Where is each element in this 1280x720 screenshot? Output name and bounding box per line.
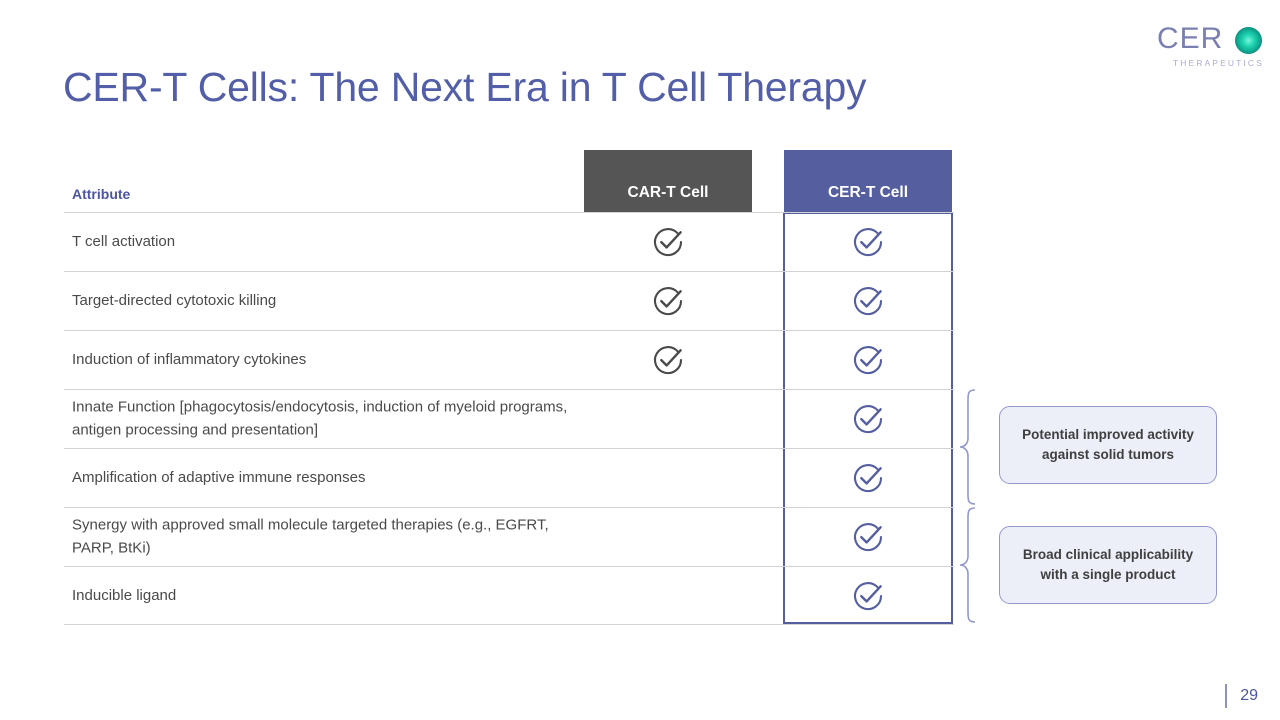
- circle-check-icon: [851, 461, 885, 495]
- footer-divider: [1225, 684, 1228, 708]
- row-attribute-label: Synergy with approved small molecule tar…: [72, 516, 549, 557]
- row-attribute-label: Amplification of adaptive immune respons…: [72, 468, 366, 486]
- circle-check-icon: [851, 520, 885, 554]
- page-title: CER-T Cells: The Next Era in T Cell Ther…: [63, 64, 867, 110]
- row-attribute-label: Inducible ligand: [72, 586, 177, 604]
- table-row: Target-directed cytotoxic killing: [64, 271, 954, 330]
- table-row: Induction of inflammatory cytokines: [64, 330, 954, 389]
- cer-t-column-highlight: [783, 212, 953, 624]
- table-row: Synergy with approved small molecule tar…: [64, 507, 954, 566]
- row-attribute-label: Innate Function [phagocytosis/endocytosi…: [72, 398, 568, 439]
- curly-brace-icon: [959, 507, 976, 623]
- circle-check-icon: [851, 402, 885, 436]
- logo-wordmark: CER: [1157, 22, 1224, 55]
- page-number: 29: [1240, 687, 1258, 704]
- circle-check-icon: [651, 225, 685, 259]
- circle-check-icon: [851, 284, 885, 318]
- column-header-cer-t: CER-T Cell: [784, 150, 952, 212]
- logo-subtitle: THERAPEUTICS: [1173, 58, 1264, 68]
- column-header-car-t: CAR-T Cell: [584, 150, 752, 212]
- circle-check-icon: [651, 284, 685, 318]
- table-row: Amplification of adaptive immune respons…: [64, 448, 954, 507]
- row-attribute-label: Induction of inflammatory cytokines: [72, 350, 307, 368]
- glowing-circle-icon: [1235, 27, 1262, 54]
- row-attribute-label: Target-directed cytotoxic killing: [72, 291, 277, 309]
- comparison-table: Attribute CAR-T Cell CER-T Cell T cell a…: [64, 150, 954, 628]
- table-row: Inducible ligand: [64, 566, 954, 625]
- circle-check-icon: [851, 579, 885, 613]
- circle-check-icon: [851, 225, 885, 259]
- curly-brace-icon: [959, 389, 976, 505]
- footer: 29: [1225, 684, 1258, 708]
- callout-solid-tumors: Potential improved activity against soli…: [999, 406, 1217, 484]
- table-row: T cell activation: [64, 212, 954, 271]
- company-logo: CER THERAPEUTICS: [1157, 24, 1269, 72]
- circle-check-icon: [651, 343, 685, 377]
- column-header-attribute: Attribute: [72, 186, 131, 202]
- circle-check-icon: [851, 343, 885, 377]
- row-attribute-label: T cell activation: [72, 232, 176, 250]
- table-row: Innate Function [phagocytosis/endocytosi…: [64, 389, 954, 448]
- callout-broad-applicability: Broad clinical applicability with a sing…: [999, 526, 1217, 604]
